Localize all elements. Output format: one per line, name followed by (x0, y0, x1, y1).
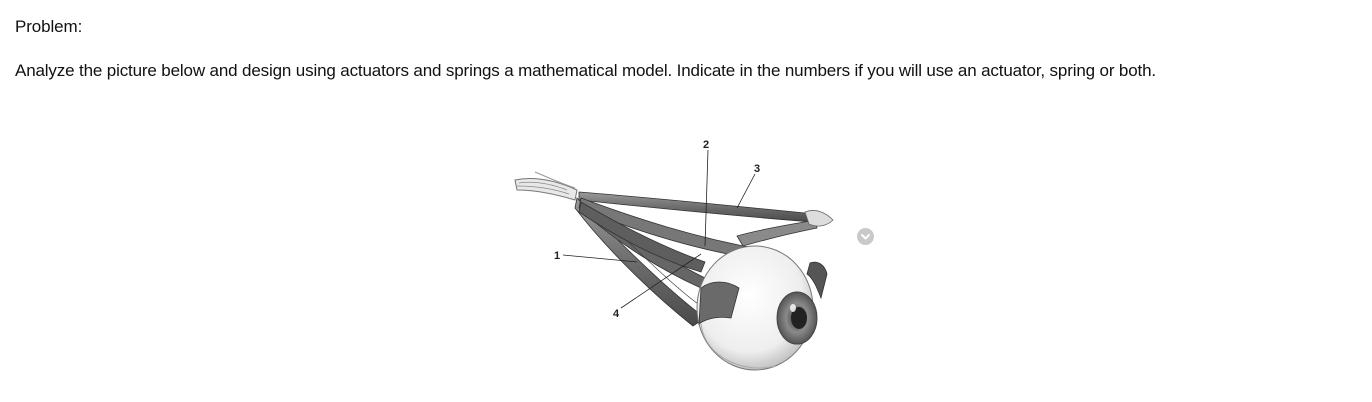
callout-lines (562, 149, 756, 309)
eyeball (696, 245, 818, 371)
callout-1: 1 (554, 250, 560, 262)
chevron-down-icon (861, 234, 870, 240)
problem-label: Problem: (15, 17, 83, 36)
callout-2: 2 (703, 139, 709, 151)
callout-3: 3 (754, 163, 760, 175)
callout-4: 4 (613, 308, 620, 320)
optic-nerve (514, 171, 578, 201)
expand-image-button[interactable] (857, 228, 874, 245)
eye-muscles-figure: 1 2 3 4 (505, 128, 885, 378)
superior-muscles (578, 191, 834, 273)
muscle-insertions (698, 261, 828, 325)
problem-statement: Analyze the picture below and design usi… (15, 61, 1156, 80)
